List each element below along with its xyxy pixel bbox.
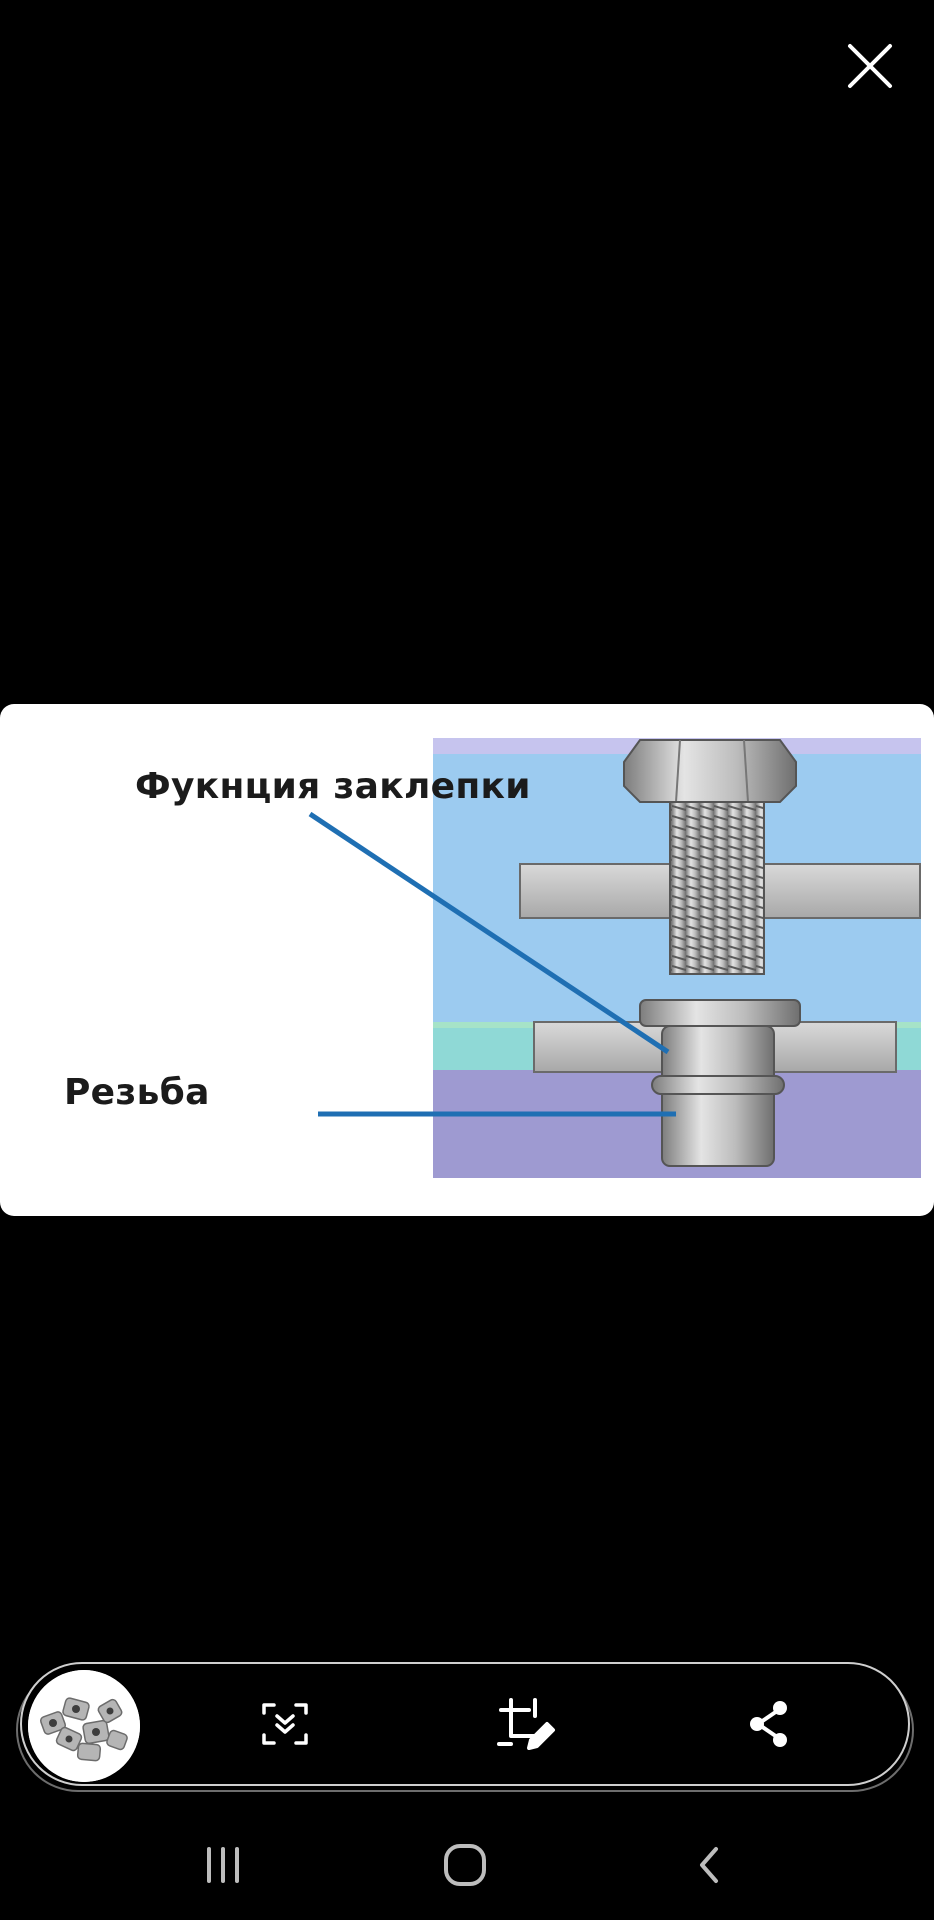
share-button[interactable] [729, 1684, 809, 1764]
scan-icon [262, 1703, 308, 1745]
crop-edit-button[interactable] [488, 1684, 568, 1764]
rivet-leader-line [308, 811, 670, 1055]
close-button[interactable] [840, 36, 900, 96]
recents-button[interactable] [178, 1820, 268, 1910]
displayed-image[interactable]: Фукнция заклепки Резьба [0, 704, 934, 1216]
rivet-body [661, 1025, 775, 1167]
recents-icon [207, 1847, 239, 1883]
rivet-nuts-thumbnail [28, 1670, 140, 1782]
bolt-thread [669, 801, 765, 975]
thread-label: Резьба [64, 1072, 210, 1113]
home-button[interactable] [420, 1820, 510, 1910]
share-icon [750, 1701, 787, 1747]
back-icon [700, 1847, 718, 1883]
crop-edit-icon [497, 1698, 555, 1750]
rivet-function-label: Фукнция заклепки [135, 766, 531, 807]
back-button[interactable] [664, 1820, 754, 1910]
bolt-head [623, 739, 797, 803]
image-thumbnail[interactable] [28, 1670, 140, 1782]
scan-button[interactable] [245, 1684, 325, 1764]
rivet-nut-diagram [308, 738, 921, 1178]
close-icon [848, 44, 892, 88]
rivet-flange [639, 999, 801, 1027]
home-icon [444, 1844, 486, 1886]
system-navigation-bar [0, 1820, 934, 1910]
